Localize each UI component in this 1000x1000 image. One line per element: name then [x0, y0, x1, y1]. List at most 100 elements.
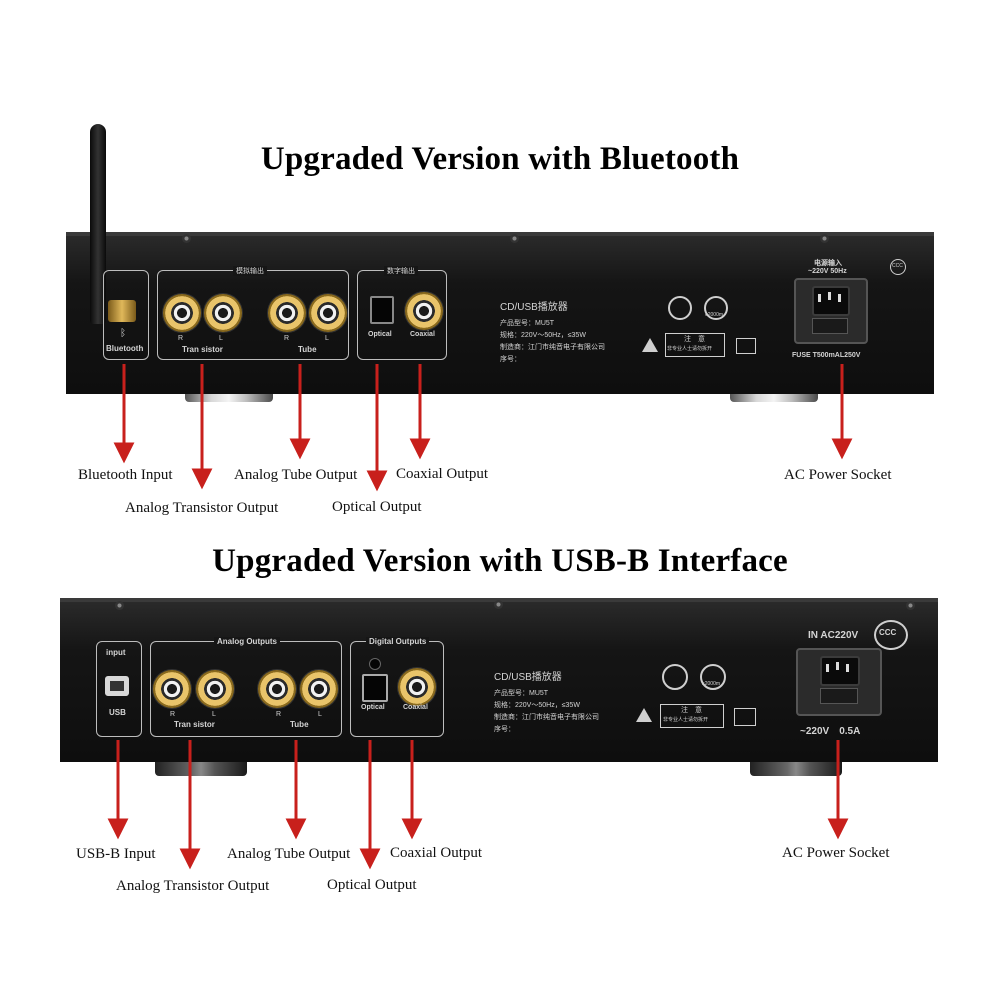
bottom-cert-icon [874, 620, 908, 650]
caption-bluetooth-input: Bluetooth Input [78, 467, 173, 483]
bottom-transistor-label: Tran sistor [174, 720, 215, 729]
bottom-tube-label: Tube [290, 720, 309, 729]
bottom-socket-pin-2 [836, 662, 839, 670]
caption-b-coaxial-output: Coaxial Output [390, 845, 483, 861]
bottom-model-line: 产品型号：MU5T [494, 690, 549, 697]
top-serial-line: 序号： [500, 356, 521, 363]
arrow-head-b-ac-power [827, 818, 849, 840]
top-tube-r-jack[interactable] [268, 294, 306, 332]
top-coaxial-label: Coaxial [410, 331, 435, 338]
top-power-spec: ~220V 50Hz [808, 268, 847, 275]
bluetooth-label: Bluetooth [106, 344, 144, 353]
bottom-optical-label: Optical [361, 704, 385, 711]
bottom-warning-icon [636, 708, 652, 722]
top-model-line: 产品型号：MU5T [500, 320, 555, 327]
caption-b-optical-output: Optical Output [327, 877, 417, 893]
top-transistor-r: R [178, 335, 184, 342]
top-screw-3 [820, 234, 829, 243]
top-slider-icon [736, 338, 756, 354]
bottom-altitude-icon [700, 664, 726, 690]
top-no-water-icon [668, 296, 692, 320]
top-headline: Upgraded Version with Bluetooth [260, 141, 740, 177]
arrow-head-analog-tube [289, 438, 311, 460]
bottom-optical-led [369, 658, 381, 670]
bottom-screw-3 [906, 601, 915, 610]
top-fuse-drawer[interactable] [812, 318, 848, 334]
antenna-base [108, 300, 136, 322]
caption-analog-transistor-output: Analog Transistor Output [125, 500, 279, 516]
bottom-transistor-l-jack[interactable] [196, 670, 234, 708]
bottom-transistor-l: L [212, 711, 216, 718]
top-transistor-r-jack[interactable] [163, 294, 201, 332]
bottom-headline: Upgraded Version with USB-B Interface [212, 543, 788, 579]
top-note-box [665, 333, 725, 357]
bottom-note-body: 非专业人士请勿拆开 [663, 717, 709, 723]
arrow-head-b-optical [359, 848, 381, 870]
bottom-altitude-text: ≤2000m [702, 681, 721, 687]
bluetooth-antenna [90, 124, 106, 324]
top-altitude-text: ≤2000m [705, 312, 724, 318]
arrow-head-usb-b-input [107, 818, 129, 840]
top-tube-l-jack[interactable] [309, 294, 347, 332]
caption-b-analog-transistor-output: Analog Transistor Output [116, 878, 270, 894]
caption-coaxial-output: Coaxial Output [396, 466, 489, 482]
top-power-title: 电源输入 [814, 260, 842, 267]
bottom-cert-text: CCC [879, 628, 897, 637]
bottom-coaxial-jack[interactable] [398, 668, 436, 706]
bottom-maker-line: 制造商：江门市纯音电子有限公司 [494, 714, 599, 721]
usb-b-port-inner [110, 681, 124, 691]
caption-optical-output: Optical Output [332, 499, 422, 515]
bottom-product-title: CD/USB播放器 [494, 672, 562, 683]
top-altitude-icon [704, 296, 728, 320]
bottom-screw-1 [115, 601, 124, 610]
bottom-analog-group-label: Analog Outputs [214, 637, 280, 646]
top-transistor-l: L [219, 335, 223, 342]
usb-box [96, 641, 142, 737]
arrow-head-analog-transistor [191, 468, 213, 490]
top-coaxial-jack[interactable] [405, 292, 443, 330]
bottom-slider-icon [734, 708, 756, 726]
bluetooth-box [103, 270, 149, 360]
bottom-note-title: 注 意 [681, 707, 702, 714]
caption-b-ac-power-socket: AC Power Socket [782, 845, 890, 861]
top-socket-pin-3 [838, 294, 841, 302]
top-note-title: 注 意 [684, 336, 705, 343]
arrow-head-coaxial [409, 438, 431, 460]
top-optical-label: Optical [368, 331, 392, 338]
top-tube-r: R [284, 335, 290, 342]
bottom-spec-line: 规格：220V～50Hz，≤35W [494, 702, 580, 709]
bottom-note-box [660, 704, 724, 728]
top-tube-l: L [325, 335, 329, 342]
top-transistor-label: Tran sistor [182, 345, 223, 354]
usb-label: USB [109, 708, 126, 717]
caption-ac-power-socket: AC Power Socket [784, 467, 892, 483]
caption-usb-b-input: USB-B Input [76, 846, 156, 862]
arrow-head-optical [366, 470, 388, 492]
bottom-tube-r-jack[interactable] [258, 670, 296, 708]
arrow-head-b-coaxial [401, 818, 423, 840]
top-optical-port[interactable] [370, 296, 394, 324]
bottom-tube-r: R [276, 711, 282, 718]
arrow-head-b-analog-tube [285, 818, 307, 840]
top-fuse-label: FUSE T500mAL250V [792, 352, 861, 359]
top-screw-1 [182, 234, 191, 243]
arrow-head-ac-power [831, 438, 853, 460]
bottom-transistor-r: R [170, 711, 176, 718]
bottom-transistor-r-jack[interactable] [153, 670, 191, 708]
bottom-tube-l-jack[interactable] [300, 670, 338, 708]
top-socket-pin-1 [818, 294, 821, 302]
bottom-optical-port[interactable] [362, 674, 388, 702]
top-maker-line: 制造商：江门市纯音电子有限公司 [500, 344, 605, 351]
top-transistor-l-jack[interactable] [204, 294, 242, 332]
top-cert-icon [890, 259, 906, 275]
bottom-no-water-icon [662, 664, 688, 690]
top-screw-2 [510, 234, 519, 243]
caption-b-analog-tube-output: Analog Tube Output [227, 846, 351, 862]
bottom-socket-pin-1 [826, 664, 829, 672]
top-warning-icon [642, 338, 658, 352]
bottom-fuse-drawer[interactable] [820, 688, 858, 704]
top-digital-group-label: 数字输出 [384, 266, 418, 276]
bottom-power-title: IN AC220V [808, 630, 859, 641]
bottom-screw-2 [494, 600, 503, 609]
